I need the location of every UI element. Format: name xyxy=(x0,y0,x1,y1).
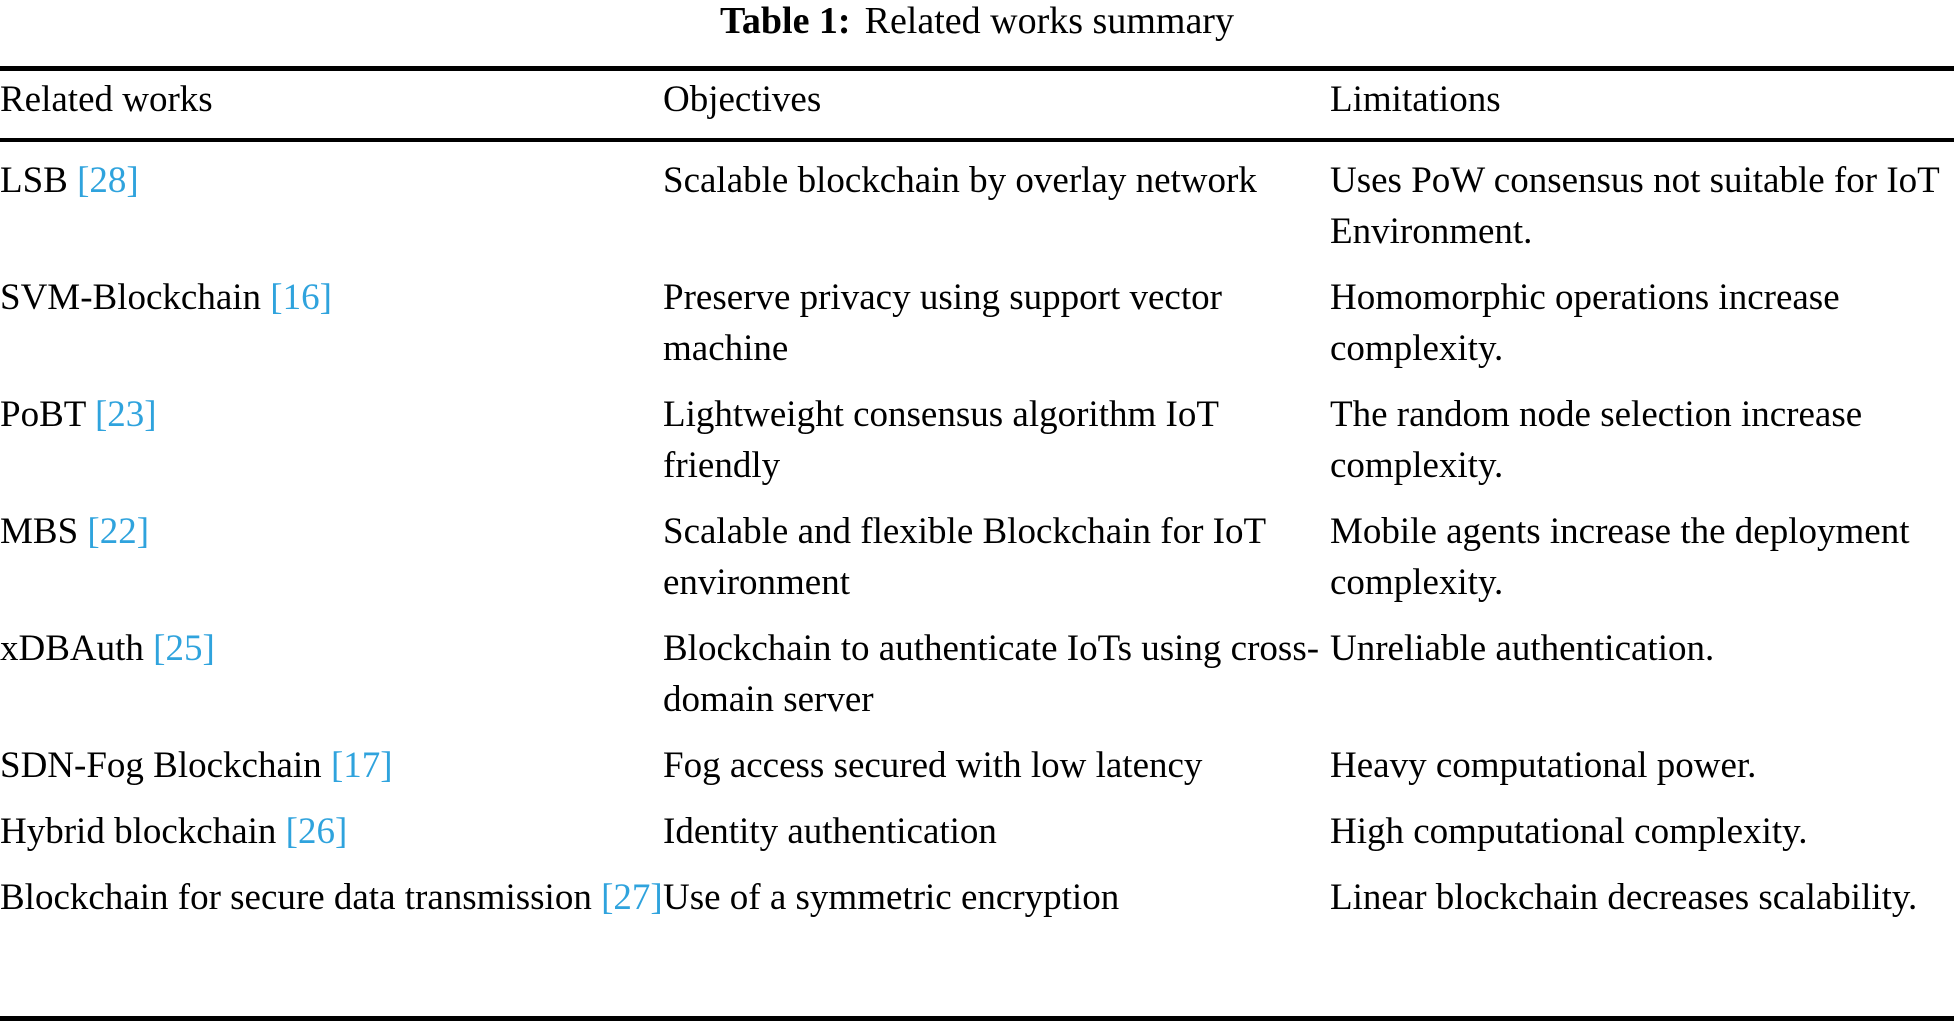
cell-related-works: SVM-Blockchain [16] xyxy=(0,265,663,382)
cell-limitations: Unreliable authentication. xyxy=(1330,628,1715,669)
table-row: SDN-Fog Blockchain [17]Fog access secure… xyxy=(0,733,1954,799)
table-top-rule xyxy=(0,66,1954,71)
citation-link[interactable]: [16] xyxy=(270,277,332,318)
table-row: Hybrid blockchain [26]Identity authentic… xyxy=(0,799,1954,865)
cell-related-works: MBS [22] xyxy=(0,499,663,616)
table-body-rows: LSB [28]Scalable blockchain by overlay n… xyxy=(0,148,1954,931)
cell-objectives: Preserve privacy using support vector ma… xyxy=(663,277,1222,369)
related-work-name: Blockchain for secure data transmission xyxy=(0,877,602,918)
table-header: Related works Objectives Limitations xyxy=(0,76,1954,136)
related-work-name: xDBAuth xyxy=(0,628,154,669)
cell-objectives: Identity authentication xyxy=(663,811,997,852)
citation-link[interactable]: [22] xyxy=(87,511,150,552)
table-row: xDBAuth [25]Blockchain to authenticate I… xyxy=(0,616,1954,733)
column-header-related-works: Related works xyxy=(0,79,213,120)
table-row: MBS [22]Scalable and flexible Blockchain… xyxy=(0,499,1954,616)
cell-objectives: Fog access secured with low latency xyxy=(663,745,1203,786)
cell-objectives: Blockchain to authenticate IoTs using cr… xyxy=(663,628,1320,720)
citation-link[interactable]: [27] xyxy=(601,877,663,918)
cell-limitations: Uses PoW consensus not suitable for IoT … xyxy=(1330,160,1940,252)
citation-link[interactable]: [28] xyxy=(77,160,139,201)
table-row: SVM-Blockchain [16]Preserve privacy usin… xyxy=(0,265,1954,382)
table-row: PoBT [23]Lightweight consensus algorithm… xyxy=(0,382,1954,499)
table-body: LSB [28]Scalable blockchain by overlay n… xyxy=(0,148,1954,931)
related-work-name: LSB xyxy=(0,160,78,201)
citation-link[interactable]: [25] xyxy=(153,628,215,669)
cell-related-works: xDBAuth [25] xyxy=(0,616,663,733)
related-work-name: PoBT xyxy=(0,394,95,435)
citation-link[interactable]: [17] xyxy=(330,745,393,786)
table-row: Blockchain for secure data transmission … xyxy=(0,865,1954,931)
related-work-name: SDN-Fog Blockchain xyxy=(0,745,331,786)
column-header-limitations: Limitations xyxy=(1330,79,1501,120)
table-bottom-rule xyxy=(0,1016,1954,1021)
citation-link[interactable]: [26] xyxy=(285,811,348,852)
related-work-name: SVM-Blockchain xyxy=(0,277,271,318)
cell-limitations: High computational complexity. xyxy=(1330,811,1808,852)
cell-limitations: Linear blockchain decreases scalability. xyxy=(1330,877,1918,918)
cell-related-works: SDN-Fog Blockchain [17] xyxy=(0,733,663,799)
table-row: LSB [28]Scalable blockchain by overlay n… xyxy=(0,148,1954,265)
cell-related-works: PoBT [23] xyxy=(0,382,663,499)
cell-limitations: Heavy computational power. xyxy=(1330,745,1757,786)
table-caption-label: Table 1: xyxy=(720,0,851,42)
cell-limitations: Homomorphic operations increase complexi… xyxy=(1330,277,1840,369)
table-caption-text: Related works summary xyxy=(864,0,1234,42)
cell-objectives: Use of a symmetric encryption xyxy=(663,877,1120,918)
cell-related-works: Hybrid blockchain [26] xyxy=(0,799,663,865)
table-header-rule xyxy=(0,138,1954,142)
cell-related-works: LSB [28] xyxy=(0,148,663,265)
cell-limitations: Mobile agents increase the deployment co… xyxy=(1330,511,1910,603)
cell-limitations: The random node selection increase compl… xyxy=(1330,394,1863,486)
related-work-name: Hybrid blockchain xyxy=(0,811,286,852)
cell-objectives: Lightweight consensus algorithm IoT frie… xyxy=(663,394,1219,486)
cell-objectives: Scalable and flexible Blockchain for IoT… xyxy=(663,511,1266,603)
column-header-objectives: Objectives xyxy=(663,79,822,120)
cell-objectives: Scalable blockchain by overlay network xyxy=(663,160,1257,201)
related-work-name: MBS xyxy=(0,511,88,552)
table-caption: Table 1: Related works summary xyxy=(0,0,1954,44)
cell-related-works: Blockchain for secure data transmission … xyxy=(0,865,663,931)
citation-link[interactable]: [23] xyxy=(94,394,157,435)
table-header-row: Related works Objectives Limitations xyxy=(0,76,1954,136)
